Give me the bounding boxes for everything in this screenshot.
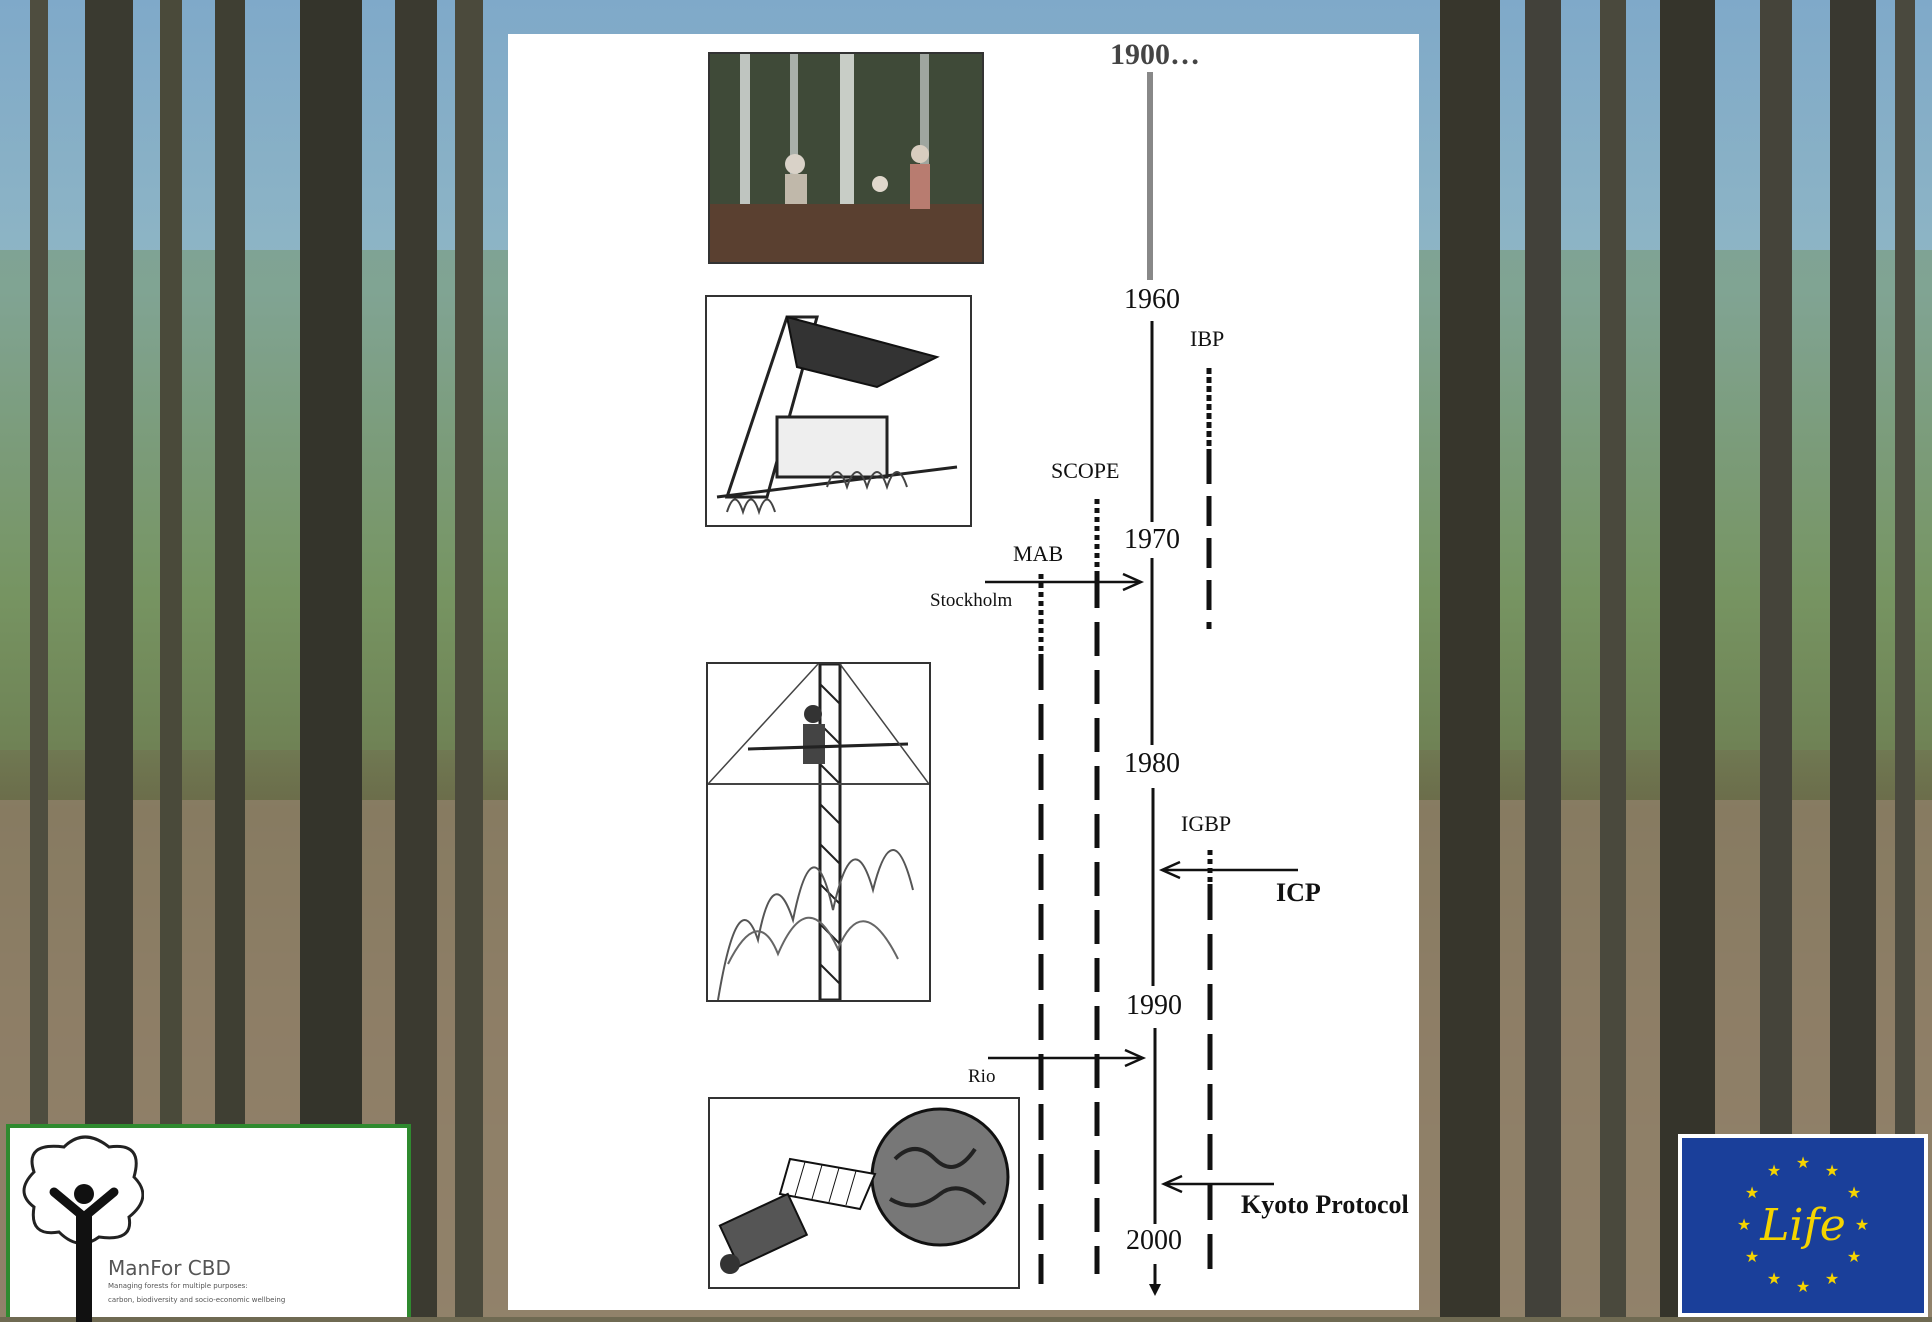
life-wordmark: Life: [1759, 1200, 1846, 1251]
svg-text:★: ★: [1767, 1161, 1781, 1180]
manfor-logo: ManFor CBD Managing forests for multiple…: [6, 1124, 411, 1317]
year-1970: 1970: [1124, 524, 1180, 556]
svg-text:★: ★: [1855, 1215, 1869, 1234]
timeline-lines: [508, 34, 1419, 1310]
timeline-panel: 1900… 1960 1970 1980 1990 2000 IBP SCOPE…: [508, 34, 1419, 1310]
start-year-label: 1900…: [1110, 38, 1200, 72]
manfor-title: ManFor CBD: [108, 1256, 231, 1280]
svg-text:★: ★: [1767, 1269, 1781, 1288]
svg-text:★: ★: [1847, 1183, 1861, 1202]
svg-text:★: ★: [1796, 1277, 1810, 1296]
eu-life-logo: ★ ★ ★ ★ ★ ★ ★ ★ ★ ★ ★ ★ Life: [1678, 1134, 1928, 1317]
svg-text:★: ★: [1847, 1247, 1861, 1266]
svg-text:★: ★: [1825, 1161, 1839, 1180]
kyoto-protocol-label: Kyoto Protocol: [1241, 1190, 1409, 1220]
svg-text:★: ★: [1796, 1153, 1810, 1172]
year-1980: 1980: [1124, 748, 1180, 780]
manfor-subtitle-2: carbon, biodiversity and socio-economic …: [108, 1296, 285, 1304]
svg-text:★: ★: [1745, 1247, 1759, 1266]
tree-person-icon: [14, 1132, 144, 1322]
manfor-subtitle-1: Managing forests for multiple purposes:: [108, 1282, 248, 1290]
year-1960: 1960: [1124, 284, 1180, 316]
mab-label: MAB: [1013, 541, 1063, 567]
eu-flag-life-icon: ★ ★ ★ ★ ★ ★ ★ ★ ★ ★ ★ ★ Life: [1682, 1138, 1924, 1313]
svg-text:★: ★: [1745, 1183, 1759, 1202]
scope-label: SCOPE: [1051, 458, 1119, 484]
ibp-label: IBP: [1190, 326, 1224, 352]
main-timeline-arrowhead: [1149, 1284, 1161, 1296]
year-1990: 1990: [1126, 990, 1182, 1022]
icp-label: ICP: [1276, 878, 1321, 908]
stockholm-label: Stockholm: [930, 590, 1012, 612]
svg-text:★: ★: [1737, 1215, 1751, 1234]
year-2000: 2000: [1126, 1225, 1182, 1257]
rio-label: Rio: [968, 1066, 995, 1088]
igbp-label: IGBP: [1181, 811, 1231, 837]
svg-text:★: ★: [1825, 1269, 1839, 1288]
